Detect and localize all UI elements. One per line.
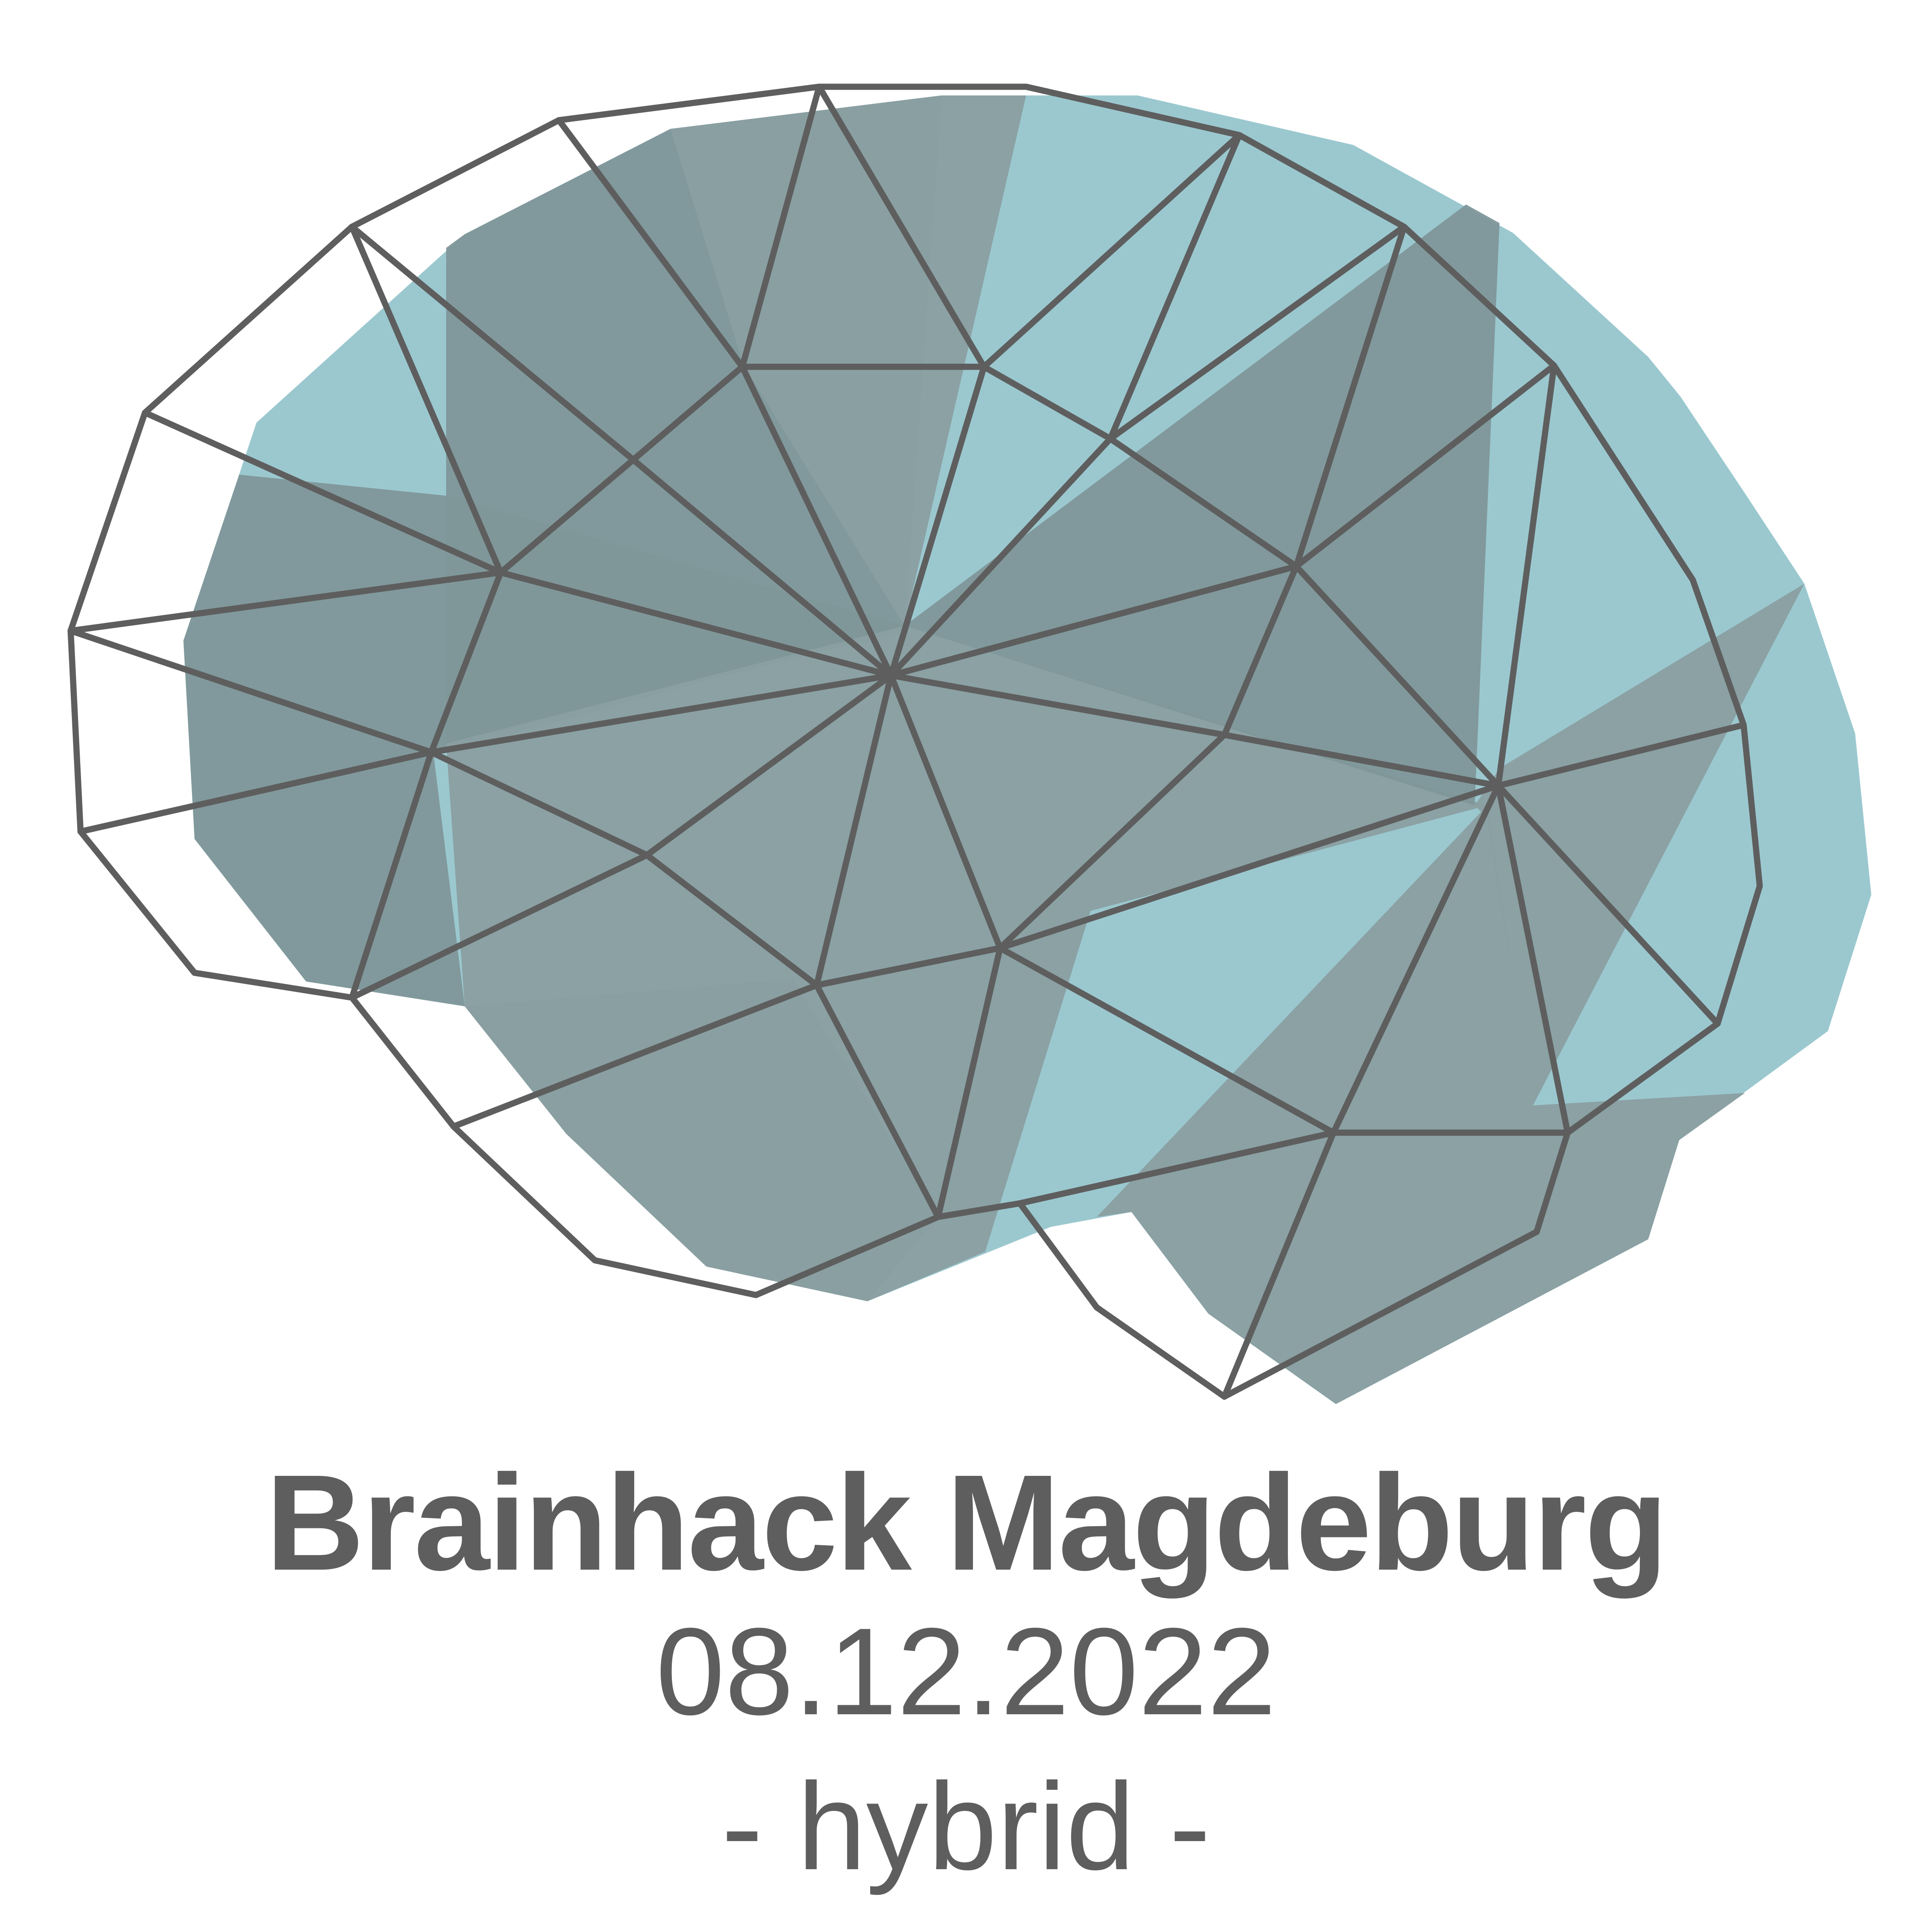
brain-inner-lines: [67, 83, 1747, 1400]
brain-wireframe: [67, 83, 1763, 1400]
brain-fill-dark-3: [183, 474, 905, 839]
event-format: - hybrid -: [721, 1757, 1211, 1896]
brain-fill-dark-9: [464, 979, 938, 1301]
brain-outline: [67, 83, 1763, 1400]
brain-fill-dark-7: [1097, 805, 1745, 1404]
event-title: Brainhack Magdeburg: [266, 1446, 1668, 1599]
brain-fill-dark-2: [670, 95, 1026, 626]
brain-fill-dark-8: [194, 756, 465, 1006]
brain-fill-dark-6: [1475, 583, 1805, 1106]
brain-fill-shapes: [183, 95, 1872, 1404]
event-date: 08.12.2022: [656, 1602, 1276, 1741]
